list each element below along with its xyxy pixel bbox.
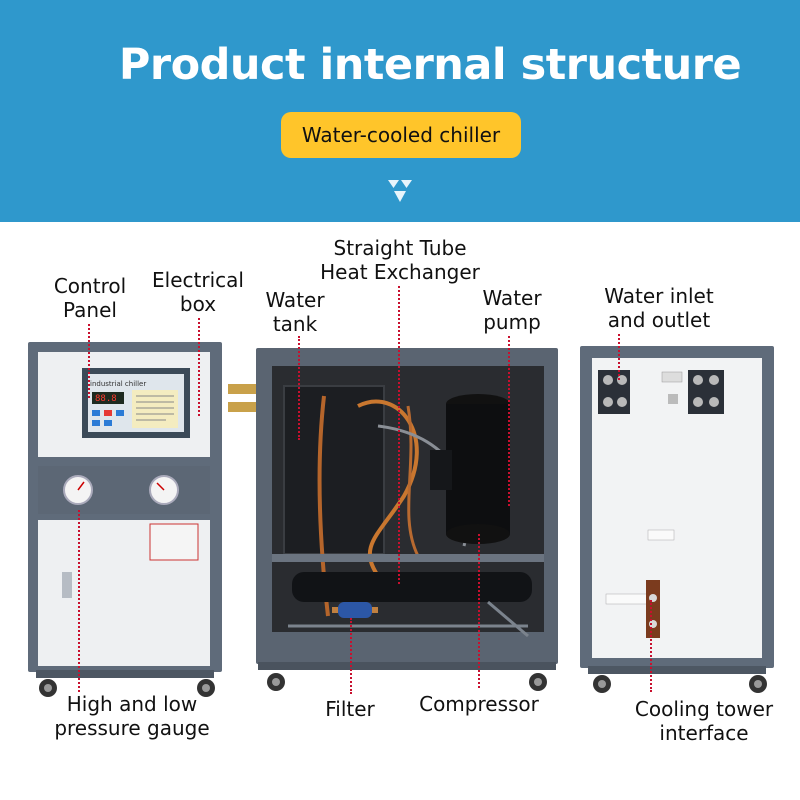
filter-component [332, 602, 378, 618]
leader-water-pump [508, 336, 510, 506]
leader-electrical-box [198, 318, 200, 416]
chiller-front-view: industrial chiller 88.8 [28, 342, 222, 697]
leader-cooling-tower [650, 600, 652, 692]
label-water-inlet-outlet: Water inlet and outlet [604, 284, 714, 332]
label-cooling-tower: Cooling tower interface [634, 697, 774, 745]
svg-text:88.8: 88.8 [95, 394, 117, 404]
chiller-internal-view [228, 348, 558, 691]
page-title: Product internal structure [118, 40, 742, 90]
label-electrical-box: Electrical box [152, 268, 244, 316]
leader-heat-exchanger [398, 286, 400, 584]
chiller-rear-view [580, 346, 774, 693]
header-banner: Product internal structure Water-cooled … [0, 0, 800, 222]
leader-water-inlet [618, 334, 620, 380]
cooling-tower-port-icon [646, 580, 660, 638]
leader-pressure-gauge [78, 510, 80, 692]
leader-water-tank [298, 336, 300, 440]
label-water-pump: Water pump [482, 286, 542, 334]
label-compressor: Compressor [419, 692, 539, 716]
water-port-icon [598, 370, 724, 414]
chevron-down-icon [388, 180, 412, 202]
label-filter: Filter [325, 697, 375, 721]
label-heat-exchanger: Straight Tube Heat Exchanger [320, 236, 480, 284]
control-panel-display: industrial chiller 88.8 [82, 368, 190, 438]
panel-brand-text: industrial chiller [90, 380, 146, 388]
label-pressure-gauge: High and low pressure gauge [54, 692, 210, 740]
label-control-panel: Control Panel [53, 274, 127, 322]
leader-control-panel [88, 324, 90, 398]
leader-filter [350, 618, 352, 694]
subtitle-badge: Water-cooled chiller [281, 112, 521, 158]
pressure-gauge-icon [63, 475, 179, 505]
water-tank [283, 385, 385, 555]
heat-exchanger [292, 572, 532, 602]
label-water-tank: Water tank [265, 288, 325, 336]
leader-compressor [478, 534, 480, 688]
